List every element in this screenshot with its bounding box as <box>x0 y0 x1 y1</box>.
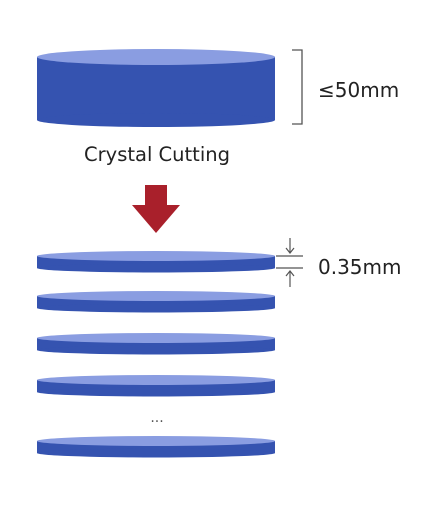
crystal-ingot-top <box>37 49 275 65</box>
wafer <box>37 291 275 313</box>
wafer-thickness-label: 0.35mm <box>318 255 402 279</box>
wafer-stack <box>37 251 275 458</box>
ellipsis-label: ... <box>150 410 164 426</box>
wafer <box>37 436 275 458</box>
up-down-arrows-icon <box>276 238 303 287</box>
crystal-thickness-label: ≤50mm <box>318 78 400 102</box>
crystal-ingot-bottom <box>37 113 275 127</box>
crystal-ingot <box>37 49 275 127</box>
bracket-icon <box>292 49 303 125</box>
wafer <box>37 251 275 273</box>
wafer <box>37 375 275 397</box>
process-label: Crystal Cutting <box>84 143 230 166</box>
wafer <box>37 333 275 355</box>
down-arrow-icon <box>132 185 180 233</box>
crystal-ingot-side <box>37 57 275 120</box>
